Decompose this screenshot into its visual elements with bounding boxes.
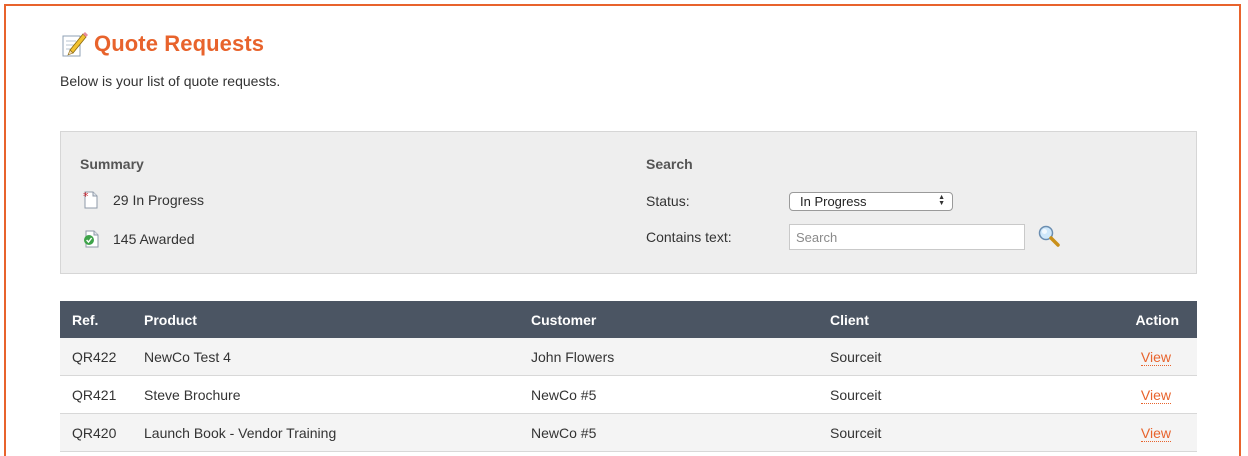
status-select[interactable]: In Progress ▲▼ [789, 192, 953, 211]
cell-client: Sourceit [818, 375, 1068, 414]
page-header: Quote Requests [60, 30, 264, 58]
column-header-action: Action [1068, 301, 1197, 338]
summary-in-progress[interactable]: * 29 In Progress [83, 191, 204, 209]
awarded-count: 145 Awarded [113, 231, 195, 247]
column-header-ref: Ref. [60, 301, 132, 338]
cell-ref: QR422 [60, 338, 132, 376]
cell-action: View [1068, 413, 1197, 452]
cell-action: View [1068, 338, 1197, 376]
contains-text-label: Contains text: [646, 229, 732, 245]
summary-title: Summary [80, 156, 144, 172]
select-arrows-icon: ▲▼ [938, 194, 945, 207]
status-label: Status: [646, 193, 690, 209]
cell-product: NewCo Test 4 [132, 338, 519, 376]
cell-client: Sourceit [818, 413, 1068, 452]
table-row: QR422 NewCo Test 4 John Flowers Sourceit… [60, 338, 1197, 376]
quote-requests-table: Ref. Product Customer Client Action QR42… [60, 301, 1197, 452]
cell-action: View [1068, 375, 1197, 414]
view-link[interactable]: View [1140, 424, 1171, 442]
cell-product: Steve Brochure [132, 375, 519, 414]
column-header-customer: Customer [519, 301, 818, 338]
main-frame: Quote Requests Below is your list of quo… [4, 4, 1241, 456]
view-link[interactable]: View [1140, 348, 1171, 366]
magnifier-icon[interactable] [1037, 224, 1061, 253]
pencil-paper-icon [60, 30, 88, 58]
column-header-product: Product [132, 301, 519, 338]
page-subtitle: Below is your list of quote requests. [60, 73, 281, 89]
svg-text:*: * [83, 191, 89, 203]
search-input[interactable] [789, 224, 1025, 250]
search-title: Search [646, 156, 693, 172]
cell-ref: QR420 [60, 413, 132, 452]
column-header-client: Client [818, 301, 1068, 338]
page-title: Quote Requests [94, 31, 265, 56]
cell-client: Sourceit [818, 338, 1068, 376]
cell-customer: NewCo #5 [519, 413, 818, 452]
view-link[interactable]: View [1140, 386, 1171, 404]
cell-customer: NewCo #5 [519, 375, 818, 414]
status-select-value: In Progress [800, 194, 867, 209]
cell-product: Launch Book - Vendor Training [132, 413, 519, 452]
table-row: QR420 Launch Book - Vendor Training NewC… [60, 413, 1197, 452]
cell-ref: QR421 [60, 375, 132, 414]
in-progress-count: 29 In Progress [113, 192, 205, 208]
table-header-row: Ref. Product Customer Client Action [60, 301, 1197, 338]
cell-customer: John Flowers [519, 338, 818, 376]
document-red-star-icon: * [83, 191, 113, 209]
summary-search-panel: Summary * 29 In Progress 145 Aw [60, 131, 1197, 274]
document-green-check-icon [83, 230, 113, 248]
table-row: QR421 Steve Brochure NewCo #5 Sourceit V… [60, 375, 1197, 414]
summary-awarded[interactable]: 145 Awarded [83, 230, 194, 248]
